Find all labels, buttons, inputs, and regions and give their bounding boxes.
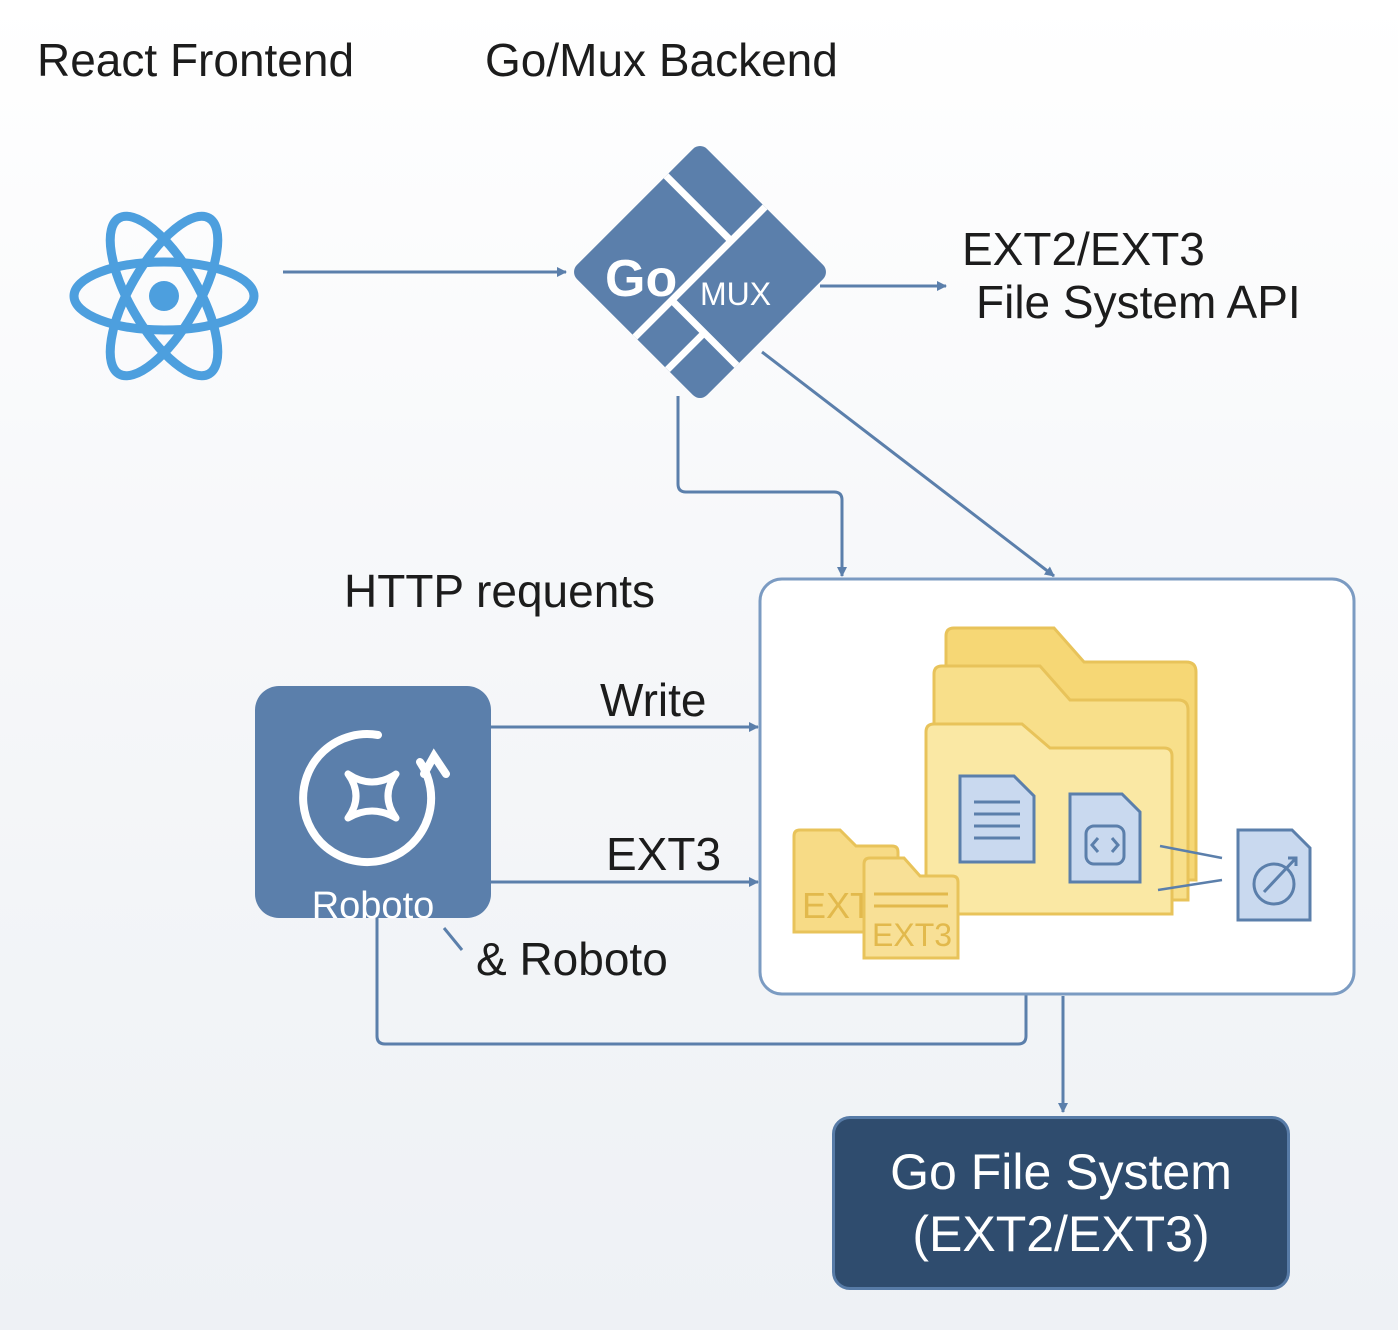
ext3-label: EXT3: [606, 828, 722, 880]
document-icon: [958, 774, 1036, 864]
fs-api-label-line1: EXT2/EXT3: [962, 223, 1205, 275]
write-label: Write: [600, 674, 707, 726]
react-frontend-label: React Frontend: [37, 34, 355, 86]
go-file-system-box: Go File System (EXT2/EXT3): [832, 1116, 1290, 1290]
code-file-icon: [1068, 792, 1142, 884]
http-requests-label: HTTP requents: [344, 565, 656, 617]
folder-stack-icon: [924, 626, 1198, 916]
ext3-folder-icon: EXT3: [862, 856, 960, 960]
connector-roboto-loop: [375, 916, 1028, 1046]
go-file-system-title: Go File System: [890, 1144, 1232, 1200]
go-logo-text: Go: [605, 250, 677, 308]
ext3-folder-label: EXT3: [872, 917, 952, 953]
roboto-sync-icon: [299, 730, 450, 867]
fs-api-label-line2: File System API: [976, 276, 1301, 328]
arrow-gomux-diagonal-to-storage: [761, 350, 1055, 578]
go-file-system-subtitle: (EXT2/EXT3): [912, 1206, 1210, 1262]
gomux-backend-label: Go/Mux Backend: [485, 34, 838, 86]
roboto-box-label: Roboto: [312, 885, 435, 927]
connector-roboto-note: [442, 927, 464, 951]
arrow-gomux-down-to-storage: [676, 396, 847, 577]
roboto-box: [255, 686, 491, 918]
react-logo-icon: [69, 211, 259, 381]
mux-logo-text: MUX: [700, 276, 771, 312]
and-roboto-label: & Roboto: [476, 933, 668, 985]
go-mux-logo-icon: [574, 146, 826, 398]
edit-file-icon: [1236, 828, 1312, 922]
ext-folder-label: EXT: [802, 885, 872, 926]
